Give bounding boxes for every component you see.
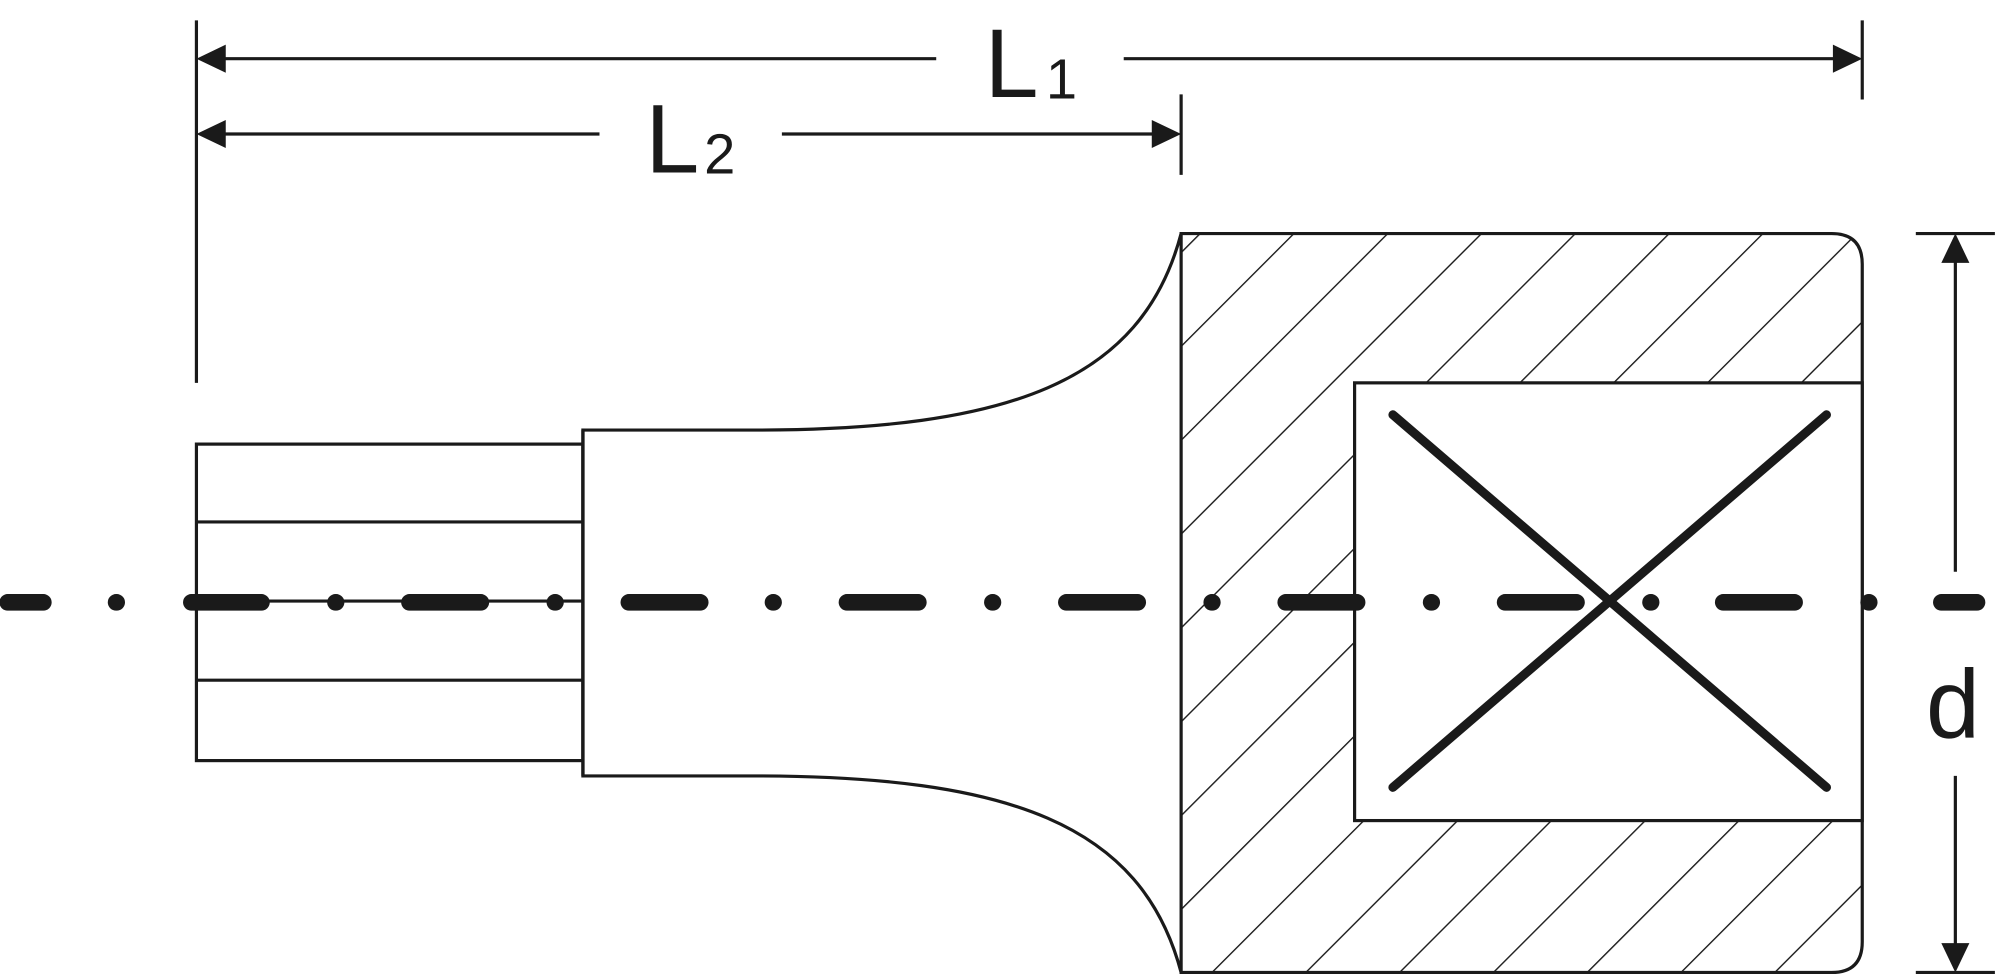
d-label: d	[1926, 650, 1980, 759]
l1-label: L	[985, 9, 1039, 118]
l1-subscript: 1	[1046, 47, 1077, 110]
arrowhead-icon	[196, 44, 226, 73]
dimension-l1: L 1	[196, 9, 1863, 118]
dimension-d: d	[1926, 233, 1980, 973]
l2-subscript: 2	[704, 123, 735, 186]
arrowhead-icon	[1941, 233, 1970, 263]
arrowhead-icon	[196, 119, 226, 149]
arrowhead-icon	[1832, 44, 1863, 73]
square-drive-cross-icon	[1388, 410, 1831, 792]
l2-label: L	[645, 84, 699, 193]
dimension-l2: L 2	[196, 84, 1182, 193]
arrowhead-icon	[1151, 119, 1182, 149]
arrowhead-icon	[1941, 943, 1970, 973]
